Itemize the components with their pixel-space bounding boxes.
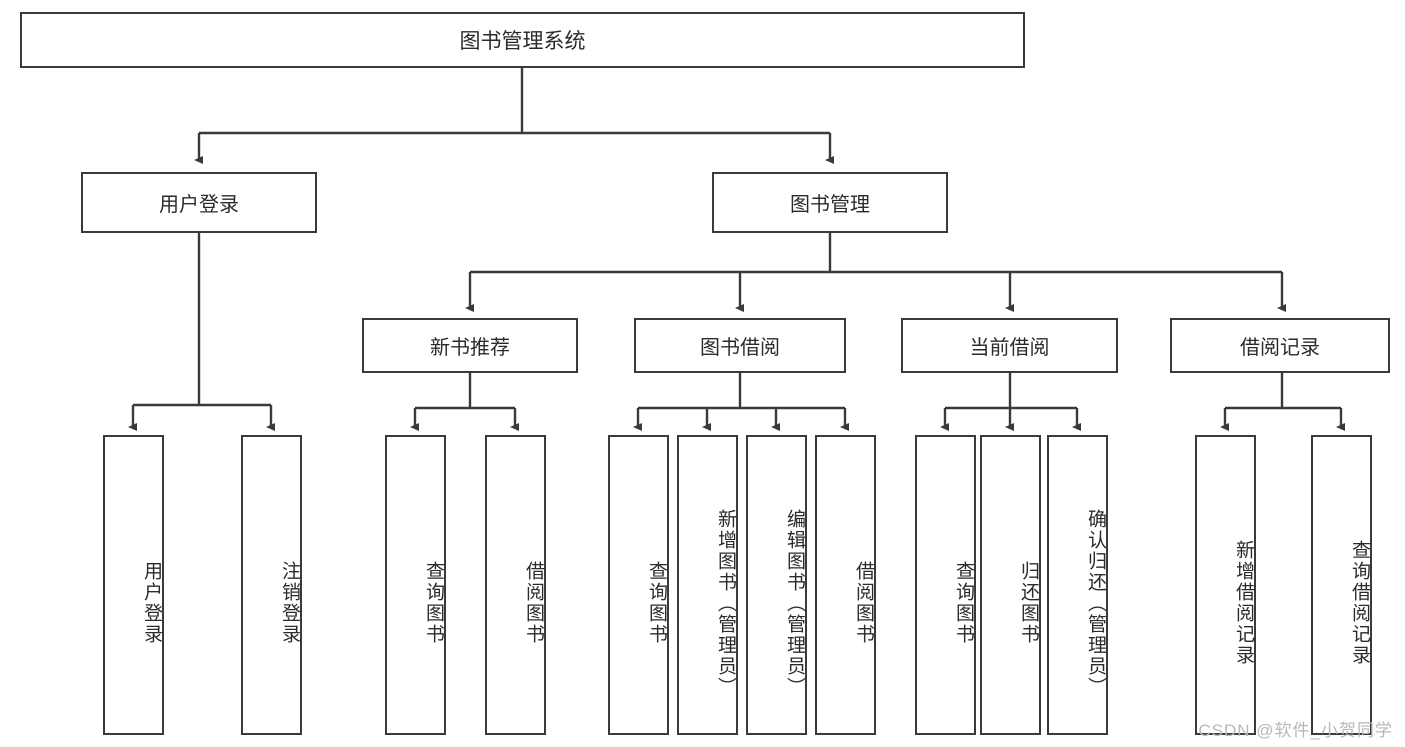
node-label: 确认归还（管理员） — [1085, 508, 1106, 698]
node-label: 用户登录 — [141, 561, 162, 645]
node-label: 借阅记录 — [1240, 337, 1320, 359]
node-book-borrow[interactable]: 图书借阅 — [634, 318, 846, 373]
node-label: 图书借阅 — [700, 337, 780, 359]
node-label: 当前借阅 — [969, 337, 1050, 359]
csdn-watermark: CSDN @软件_小贺同学 — [1198, 721, 1393, 740]
node-label: 图书管理系统 — [459, 30, 586, 53]
node-label: 新增图书（管理员） — [715, 508, 736, 698]
node-label: 新书推荐 — [430, 337, 510, 359]
leaf-current-query-book[interactable]: 查询图书 — [915, 435, 976, 735]
node-label: 借阅图书 — [853, 561, 874, 645]
leaf-recommend-borrow-book[interactable]: 借阅图书 — [485, 435, 546, 735]
node-root-system[interactable]: 图书管理系统 — [20, 12, 1025, 68]
node-user-login[interactable]: 用户登录 — [81, 172, 317, 233]
node-book-management[interactable]: 图书管理 — [712, 172, 948, 233]
leaf-user-login[interactable]: 用户登录 — [103, 435, 164, 735]
node-label: 查询借阅记录 — [1349, 540, 1370, 666]
node-label: 编辑图书（管理员） — [784, 508, 805, 698]
node-label: 归还图书 — [1018, 561, 1039, 645]
leaf-record-add[interactable]: 新增借阅记录 — [1195, 435, 1256, 735]
leaf-current-confirm-return[interactable]: 确认归还（管理员） — [1047, 435, 1108, 735]
node-label: 新增借阅记录 — [1233, 540, 1254, 666]
leaf-logout[interactable]: 注销登录 — [241, 435, 302, 735]
leaf-borrow-add-book[interactable]: 新增图书（管理员） — [677, 435, 738, 735]
node-label: 查询图书 — [646, 561, 667, 645]
node-new-book-recommend[interactable]: 新书推荐 — [362, 318, 578, 373]
node-label: 图书管理 — [790, 194, 870, 216]
leaf-record-query[interactable]: 查询借阅记录 — [1311, 435, 1372, 735]
node-label: 用户登录 — [159, 194, 239, 216]
node-borrow-record[interactable]: 借阅记录 — [1170, 318, 1390, 373]
node-label: 借阅图书 — [523, 561, 544, 645]
leaf-recommend-query-book[interactable]: 查询图书 — [385, 435, 446, 735]
node-current-borrow[interactable]: 当前借阅 — [901, 318, 1118, 373]
leaf-current-return-book[interactable]: 归还图书 — [980, 435, 1041, 735]
leaf-borrow-borrow-book[interactable]: 借阅图书 — [815, 435, 876, 735]
leaf-borrow-edit-book[interactable]: 编辑图书（管理员） — [746, 435, 807, 735]
node-label: 查询图书 — [423, 561, 444, 645]
leaf-borrow-query-book[interactable]: 查询图书 — [608, 435, 669, 735]
node-label: 查询图书 — [953, 561, 974, 645]
node-label: 注销登录 — [279, 561, 300, 645]
